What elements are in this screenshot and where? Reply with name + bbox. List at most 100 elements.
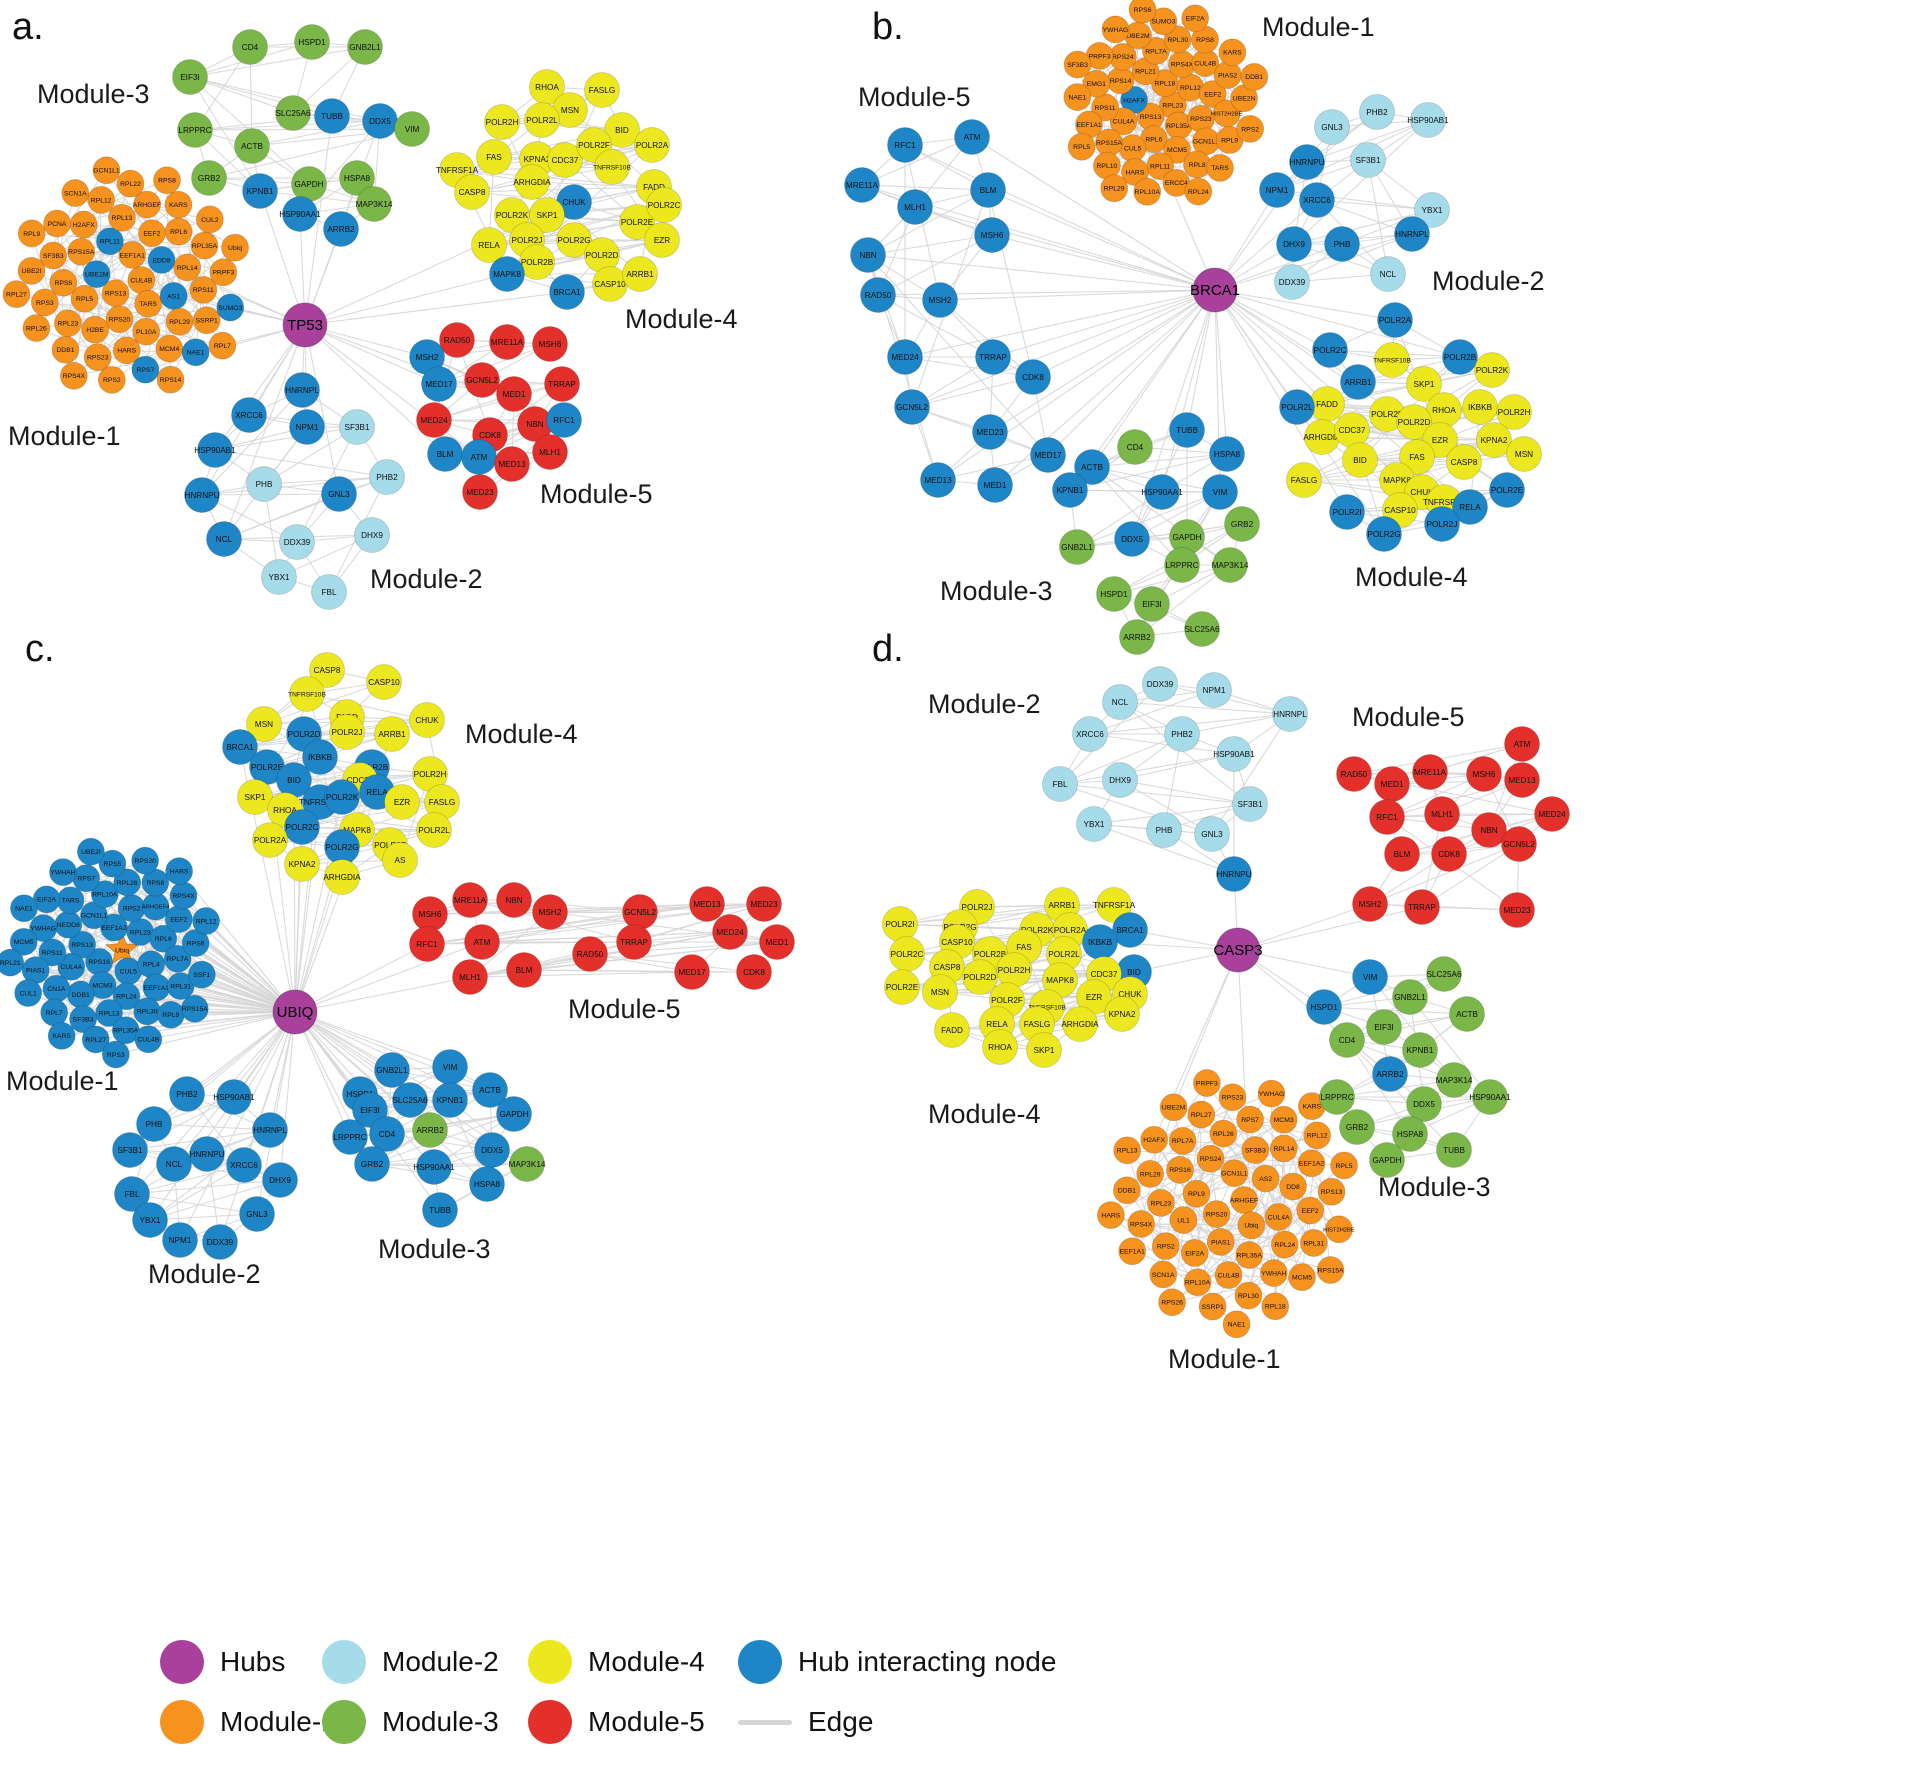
node-a-FASLG: FASLG	[584, 72, 620, 108]
node-label: GRB2	[361, 1160, 384, 1169]
node-d-RPS26: RPS26	[1158, 1288, 1187, 1317]
node-a-HNRNPL: HNRNPL	[284, 372, 320, 408]
node-c-RPS11: RPS11	[38, 938, 67, 967]
node-label: RPS7	[77, 876, 95, 883]
node-b-CUL4A: CUL4A	[1109, 107, 1138, 136]
node-label: CDC37	[347, 776, 374, 785]
node-label: CDC37	[1091, 970, 1118, 979]
node-b-POLR2B: POLR2B	[1442, 339, 1478, 375]
star-node-shape	[104, 931, 140, 965]
node-label: RPL18	[1155, 81, 1176, 88]
node-label: RFC1	[553, 416, 575, 425]
node-c-GRB2: GRB2	[354, 1146, 390, 1182]
hub-UBIQ: UBIQ	[272, 989, 318, 1035]
node-c-LRPPRC: LRPPRC	[332, 1119, 368, 1155]
node-a-AS1: AS1	[159, 282, 188, 310]
node-a-RPS13: RPS13	[101, 279, 130, 308]
node-label: POLR2B	[356, 763, 389, 772]
node-c-POLR2A: POLR2A	[252, 822, 288, 858]
node-d-DDX5: DDX5	[1406, 1086, 1442, 1122]
node-b-SUMO3: SUMO3	[1149, 7, 1178, 36]
node-label: POLR2E	[886, 983, 919, 992]
node-label: HSPA8	[474, 1180, 501, 1189]
node-a-CUL4B: CUL4B	[127, 266, 156, 294]
node-label: CD4	[1339, 1036, 1356, 1045]
node-label: POLR2A	[254, 836, 287, 845]
node-a-EEF1A1: EEF1A1	[118, 240, 147, 269]
node-label: BLM	[1394, 850, 1411, 859]
node-label: MED13	[1508, 776, 1536, 785]
node-label: TNFRSF1A	[299, 798, 342, 807]
node-d-ARHGDIA: ARHGDIA	[1061, 1006, 1099, 1042]
node-a-ARRB1: ARRB1	[622, 256, 658, 292]
node-label: UBE2M	[1126, 33, 1150, 40]
legend-item-module-4: Module-4	[528, 1638, 705, 1686]
node-label: HNRNPU	[184, 491, 219, 500]
node-label: MAPK8	[1383, 476, 1411, 485]
node-label: RPL26	[26, 325, 47, 332]
node-c-MLH1: MLH1	[452, 959, 488, 995]
node-d-LRPPRC: LRPPRC	[1319, 1079, 1355, 1115]
node-d-RPL23: RPL23	[1147, 1189, 1175, 1217]
node-label: BLM	[980, 186, 997, 195]
node-d-RPL12: RPL12	[1303, 1121, 1332, 1150]
node-d-RFC1: RFC1	[1369, 799, 1405, 835]
node-d-RHOA: RHOA	[982, 1029, 1018, 1065]
node-d-POLR2C: POLR2C	[889, 936, 925, 972]
node-c-AS: AS	[382, 842, 418, 878]
node-d-RPS4X: RPS4X	[1127, 1210, 1156, 1238]
node-label: EEF1A1	[1076, 122, 1102, 129]
node-label: MRE11A	[454, 896, 487, 905]
node-label: NPM1	[1266, 186, 1289, 195]
node-a-PL10A: PL10A	[132, 317, 161, 346]
node-label: TNFRSF10B	[593, 164, 631, 171]
node-label: FADD	[643, 183, 665, 192]
node-a-POLR2C: POLR2C	[646, 187, 682, 223]
node-label: MRE11A	[846, 181, 879, 190]
node-label: GCN1L1	[93, 168, 120, 175]
node-label: RPS24	[1200, 1156, 1222, 1163]
node-b-YWHAG: YWHAG	[1101, 15, 1130, 44]
node-label: MSN	[561, 106, 579, 115]
node-label: RPS7	[1241, 1117, 1259, 1124]
node-d-DDB1: DDB1	[1113, 1176, 1141, 1205]
node-label: NBN	[1480, 826, 1497, 835]
node-a-MED17: MED17	[421, 366, 457, 402]
node-label: RPS4X	[1171, 62, 1194, 69]
node-label: RPL7A	[167, 956, 189, 963]
node-d-ACTB: ACTB	[1449, 996, 1485, 1032]
node-a-EDD8: EDD8	[147, 246, 176, 274]
node-label: AS	[395, 856, 406, 865]
node-label: POLR2K	[496, 211, 529, 220]
node-label: RPL4	[143, 962, 160, 969]
node-label: RPL13	[1117, 1148, 1138, 1155]
node-label: RPL6	[155, 936, 172, 943]
legend-item-module-1: Module-1	[160, 1698, 337, 1746]
node-label: MCM5	[1167, 147, 1187, 154]
node-label: GCN1L1	[81, 913, 108, 920]
node-label: RPL12	[1307, 1133, 1328, 1140]
node-d-SLC25A6: SLC25A6	[1426, 956, 1462, 992]
node-label: MED24	[891, 353, 919, 362]
node-label: YBX1	[1422, 206, 1443, 215]
node-label: POLR2F	[374, 841, 406, 850]
node-d-DHX9: DHX9	[1102, 762, 1138, 798]
node-a-NCL: NCL	[206, 521, 242, 557]
node-label: RPL5	[1073, 144, 1090, 151]
node-label: RPL13	[99, 1010, 120, 1017]
nodes-b-module-1: RPL23RPS13RPL18RPL35AH2AFXRPL12RPL6RPL21…	[1063, 0, 1269, 206]
node-label: HNRNPU	[1289, 158, 1324, 167]
node-label: DDX5	[369, 117, 391, 126]
node-label: TUBB	[1443, 1146, 1465, 1155]
node-a-SUMO3: SUMO3	[216, 293, 245, 322]
node-label: DHX9	[1109, 776, 1131, 785]
node-label: RPL12	[91, 197, 112, 204]
node-a-RELA: RELA	[471, 227, 507, 263]
node-label: LRPPRC	[1165, 561, 1198, 570]
node-a-RPS8: RPS8	[153, 166, 181, 195]
node-d-KARS: KARS	[1297, 1092, 1326, 1121]
node-label: MSN	[1515, 450, 1533, 459]
node-c-IKBKB: IKBKB	[302, 739, 338, 775]
node-a-RPL6: RPL6	[164, 217, 193, 246]
node-a-LRPPRC: LRPPRC	[177, 112, 213, 148]
